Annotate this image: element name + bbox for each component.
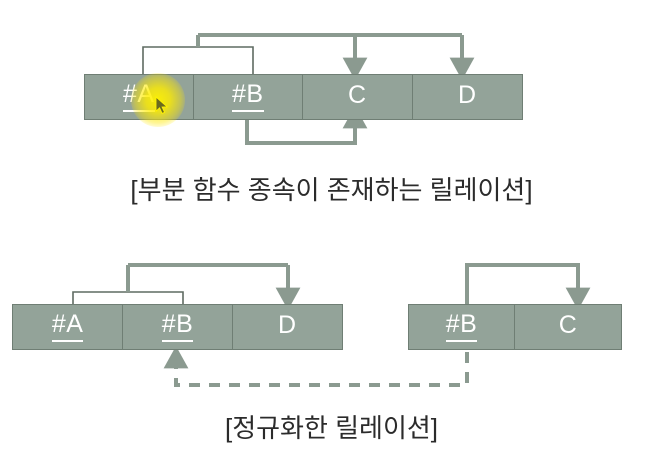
full-dependency-arrow-top (198, 33, 475, 81)
composite-key-bracket-bottom-left (72, 265, 184, 306)
attribute-label: #A (51, 312, 84, 342)
attribute-cell-a[interactable]: #A (13, 305, 124, 349)
attribute-label: #A (122, 82, 155, 112)
attribute-cell-c[interactable]: C (303, 75, 413, 119)
partial-dependency-arrow-top (245, 105, 368, 145)
attribute-label: D (457, 81, 477, 109)
attribute-label: C (347, 81, 367, 109)
foreign-key-dashed-link (163, 345, 469, 387)
composite-key-bracket-top (142, 35, 254, 76)
attribute-cell-b[interactable]: #B (194, 75, 303, 119)
attribute-label: C (558, 311, 578, 339)
attribute-label: D (278, 311, 297, 339)
relation-normalized-right[interactable]: #B C (408, 304, 622, 350)
caption-partial-dependency: [부분 함수 종속이 존재하는 릴레이션] (130, 175, 533, 205)
relation-normalized-left[interactable]: #A #B D (12, 304, 343, 350)
attribute-label: #B (445, 312, 478, 342)
attribute-cell-c[interactable]: C (515, 305, 621, 349)
attribute-label: #B (161, 312, 194, 342)
relation-partial-dependency[interactable]: #A #B C D (84, 74, 523, 120)
full-dependency-arrow-bottom-right (465, 263, 591, 311)
attribute-cell-d[interactable]: D (233, 305, 342, 349)
attribute-cell-a[interactable]: #A (85, 75, 194, 119)
attribute-cell-d[interactable]: D (413, 75, 523, 119)
attribute-cell-b[interactable]: #B (409, 305, 515, 349)
attribute-label: #B (231, 82, 264, 112)
full-dependency-arrow-bottom-left (128, 263, 301, 311)
attribute-cell-b[interactable]: #B (123, 305, 233, 349)
caption-normalized-relation: [정규화한 릴레이션] (224, 413, 439, 443)
